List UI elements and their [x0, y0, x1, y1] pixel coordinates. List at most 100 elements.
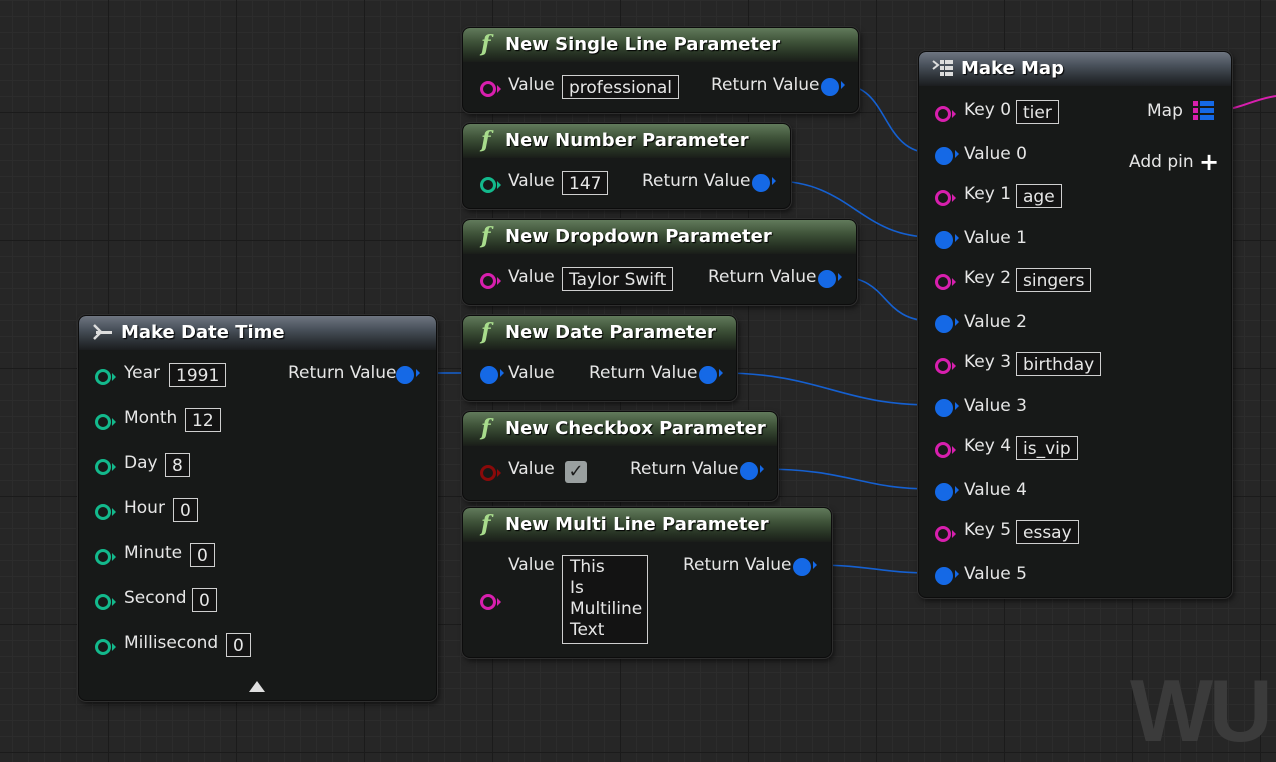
month-input[interactable]: 12	[185, 408, 221, 432]
value-4-label: Value 4	[964, 480, 1027, 500]
text-line: Text	[570, 620, 605, 640]
value-pin[interactable]	[480, 465, 501, 481]
return-value-label: Return Value	[589, 363, 698, 383]
dropdown-parameter-node[interactable]: f New Dropdown Parameter Value Taylor Sw…	[462, 219, 857, 305]
node-title: New Multi Line Parameter	[505, 514, 769, 535]
text-line: Is	[570, 578, 584, 598]
checkbox-parameter-node[interactable]: f New Checkbox Parameter Value ✓ Return …	[462, 411, 778, 501]
value-input[interactable]: 147	[562, 171, 609, 195]
key-4-pin[interactable]	[935, 442, 956, 458]
year-pin[interactable]	[95, 369, 116, 385]
key-1-pin[interactable]	[935, 190, 956, 206]
key-0-input[interactable]: tier	[1016, 100, 1059, 124]
value-3-pin[interactable]	[935, 399, 959, 417]
value-input[interactable]: professional	[562, 75, 680, 99]
year-input[interactable]: 1991	[169, 363, 227, 387]
node-header	[919, 52, 1231, 86]
make-struct-icon	[93, 324, 112, 340]
value-2-pin[interactable]	[935, 315, 959, 333]
value-checkbox[interactable]: ✓	[565, 461, 587, 483]
function-icon: f	[481, 223, 491, 249]
node-title: New Checkbox Parameter	[505, 418, 766, 439]
node-header	[463, 28, 858, 62]
return-value-label: Return Value	[683, 555, 792, 575]
node-header	[463, 508, 831, 542]
wire-multiline-to-value5	[814, 564, 933, 574]
day-input[interactable]: 8	[165, 453, 190, 477]
key-1-label: Key 1	[964, 184, 1012, 204]
date-parameter-node[interactable]: f New Date Parameter Value Return Value	[462, 315, 737, 401]
value-label: Value	[508, 171, 555, 191]
return-value-pin[interactable]	[396, 366, 420, 384]
value-pin[interactable]	[480, 594, 501, 610]
value-4-pin[interactable]	[935, 483, 959, 501]
node-header	[463, 316, 736, 350]
single-line-parameter-node[interactable]: f New Single Line Parameter Value profes…	[462, 27, 859, 113]
return-value-pin[interactable]	[740, 462, 764, 480]
value-5-pin[interactable]	[935, 567, 959, 585]
multi-line-parameter-node[interactable]: f New Multi Line Parameter Value This Is…	[462, 507, 832, 658]
key-3-label: Key 3	[964, 352, 1012, 372]
key-1-input[interactable]: age	[1016, 184, 1062, 208]
value-pin[interactable]	[480, 81, 501, 97]
value-1-pin[interactable]	[935, 231, 959, 249]
value-input[interactable]: Taylor Swift	[562, 267, 674, 291]
wire-date-to-value3	[720, 372, 933, 406]
wire-checkbox-to-value4	[761, 468, 933, 490]
key-5-input[interactable]: essay	[1016, 520, 1079, 544]
node-title: New Date Parameter	[505, 322, 716, 343]
number-parameter-node[interactable]: f New Number Parameter Value 147 Return …	[462, 123, 791, 209]
month-pin[interactable]	[95, 414, 116, 430]
collapse-arrow-icon[interactable]	[249, 681, 265, 692]
text-line: This	[570, 557, 605, 577]
minute-input[interactable]: 0	[190, 543, 215, 567]
month-label: Month	[124, 408, 178, 428]
function-icon: f	[481, 415, 491, 441]
hour-input[interactable]: 0	[173, 498, 198, 522]
key-3-pin[interactable]	[935, 358, 956, 374]
make-date-time-node[interactable]: Make Date Time Return Value Year 1991 Mo…	[78, 315, 437, 701]
make-map-icon	[932, 60, 953, 76]
key-3-input[interactable]: birthday	[1016, 352, 1102, 376]
value-pin[interactable]	[480, 366, 504, 384]
value-pin[interactable]	[480, 177, 501, 193]
add-pin-icon[interactable]: +	[1199, 148, 1220, 176]
key-2-pin[interactable]	[935, 274, 956, 290]
key-0-pin[interactable]	[935, 106, 956, 122]
key-4-input[interactable]: is_vip	[1016, 436, 1078, 460]
second-input[interactable]: 0	[192, 588, 217, 612]
key-5-pin[interactable]	[935, 526, 956, 542]
value-textarea[interactable]: This Is Multiline Text	[562, 555, 648, 644]
value-0-label: Value 0	[964, 144, 1027, 164]
add-pin-label: Add pin	[1129, 152, 1194, 172]
millisecond-pin[interactable]	[95, 639, 116, 655]
function-icon: f	[481, 511, 491, 537]
minute-pin[interactable]	[95, 549, 116, 565]
make-map-node[interactable]: Make Map Map Add pin + Key 0 tier Value …	[918, 51, 1232, 598]
second-pin[interactable]	[95, 594, 116, 610]
map-output-pin-icon[interactable]	[1193, 101, 1215, 121]
node-title: New Number Parameter	[505, 130, 749, 151]
return-value-pin[interactable]	[818, 270, 842, 288]
value-3-label: Value 3	[964, 396, 1027, 416]
value-label: Value	[508, 363, 555, 383]
value-pin[interactable]	[480, 273, 501, 289]
return-value-pin[interactable]	[699, 366, 723, 384]
value-0-pin[interactable]	[935, 147, 959, 165]
return-value-pin[interactable]	[821, 78, 845, 96]
key-0-label: Key 0	[964, 100, 1012, 120]
node-title: Make Map	[961, 58, 1064, 79]
key-2-input[interactable]: singers	[1016, 268, 1092, 292]
millisecond-input[interactable]: 0	[226, 633, 251, 657]
second-label: Second	[124, 588, 187, 608]
function-icon: f	[481, 127, 491, 153]
node-header	[79, 316, 436, 350]
return-value-pin[interactable]	[752, 174, 776, 192]
return-value-label: Return Value	[288, 363, 397, 383]
return-value-pin[interactable]	[793, 558, 817, 576]
value-label: Value	[508, 75, 555, 95]
hour-pin[interactable]	[95, 504, 116, 520]
day-pin[interactable]	[95, 459, 116, 475]
node-header	[463, 124, 790, 158]
node-title: Make Date Time	[121, 322, 285, 343]
